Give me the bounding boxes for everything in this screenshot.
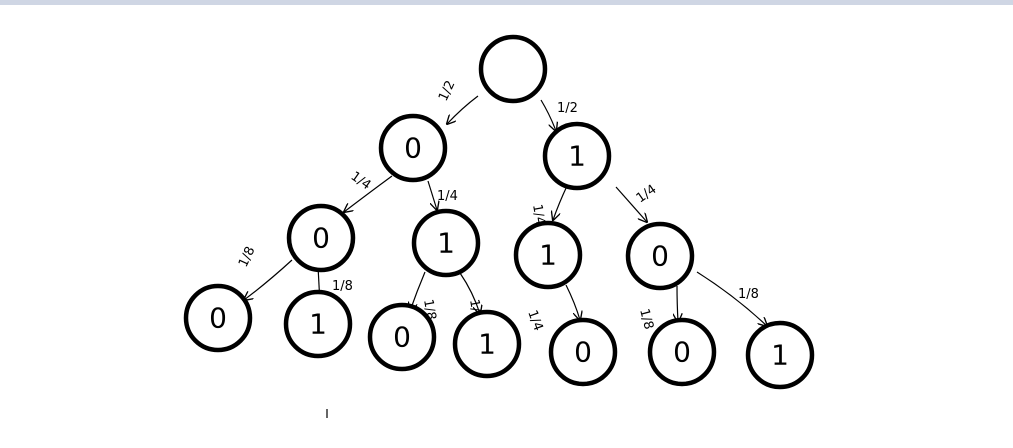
prob-label-l2-3: 1/4 <box>634 182 660 206</box>
edge-l1-0-l2-1 <box>427 180 437 210</box>
node-value-l1-0: 0 <box>404 132 422 165</box>
node-value-l3-2: 0 <box>393 321 411 354</box>
node-value-l2-3: 0 <box>651 240 669 273</box>
node-value-l3-4: 0 <box>574 336 592 369</box>
tree-node-l2-1: 1 <box>411 208 481 278</box>
node-value-l3-3: 1 <box>478 328 496 361</box>
prob-label-l2-0: 1/4 <box>348 169 374 193</box>
prob-label-l2-2: 1/4 <box>529 203 547 226</box>
prob-label-l3-6: 1/8 <box>738 287 759 302</box>
tree-node-l2-0: 0 <box>286 203 356 273</box>
edge-l1-1-l2-3 <box>615 186 647 222</box>
prob-label-l1-1: 1/2 <box>557 101 578 116</box>
prob-label-l3-0: 1/8 <box>236 244 258 269</box>
edge-root-l1-0 <box>447 95 479 124</box>
edge-l1-0-l2-0 <box>344 175 393 212</box>
node-value-l3-1: 1 <box>309 308 327 341</box>
prob-label-l3-4: 1/4 <box>524 308 545 333</box>
tree-node-l3-3: 1 <box>452 309 522 379</box>
tree-node-l3-2: 0 <box>367 302 437 372</box>
edge-l2-1-l3-3 <box>459 272 480 314</box>
tree-node-l3-0: 0 <box>183 283 253 353</box>
edge-l2-3-l3-5 <box>677 285 678 322</box>
tree-node-root <box>478 34 548 104</box>
prob-label-l3-1: 1/8 <box>332 279 353 294</box>
tree-node-l1-0: 0 <box>378 113 448 183</box>
tree-node-l3-6: 1 <box>745 320 815 390</box>
node-value-l3-6: 1 <box>771 339 789 372</box>
edge-l1-1-l2-2 <box>553 185 568 220</box>
tree-node-l3-5: 0 <box>647 317 717 387</box>
nodes: 0 1 0 1 1 0 <box>183 34 815 390</box>
tree-node-l3-1: 1 <box>283 289 353 359</box>
top-border <box>0 0 1013 5</box>
tree-node-l3-4: 0 <box>548 317 618 387</box>
node-value-l1-1: 1 <box>568 140 586 173</box>
prob-label-l1-0: 1/2 <box>436 78 458 103</box>
edge-l2-0-l3-0 <box>244 259 293 300</box>
edge-l2-3-l3-6 <box>696 271 767 326</box>
prob-label-l3-5: 1/8 <box>636 307 656 331</box>
edge-root-l1-1 <box>540 99 556 131</box>
tree-node-l1-1: 1 <box>542 121 612 191</box>
node-value-l2-1: 1 <box>437 227 455 260</box>
node-value-l3-5: 0 <box>673 336 691 369</box>
prob-label-l2-1: 1/4 <box>437 189 458 204</box>
node-value-l2-2: 1 <box>539 239 557 272</box>
node-value-l2-0: 0 <box>312 222 330 255</box>
tree-node-l2-3: 0 <box>625 221 695 291</box>
tree-node-l2-2: 1 <box>513 220 583 290</box>
edges <box>244 95 767 326</box>
edge-l2-2-l3-4 <box>565 284 580 320</box>
node-value-l3-0: 0 <box>209 302 227 335</box>
